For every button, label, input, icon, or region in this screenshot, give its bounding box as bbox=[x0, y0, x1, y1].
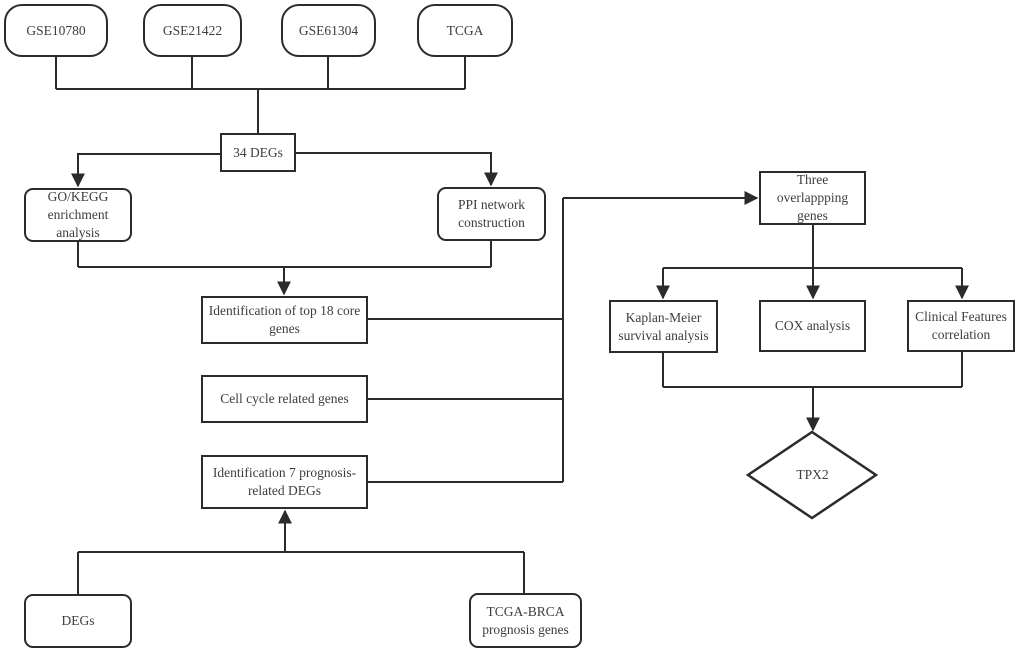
node-label: GSE21422 bbox=[162, 22, 223, 38]
edge-34degs-to-ppi bbox=[296, 152, 498, 187]
node-label: Three overlappping genes bbox=[776, 172, 849, 223]
node-label: DEGs bbox=[61, 613, 95, 629]
node-label: COX analysis bbox=[774, 318, 851, 334]
node-label: TCGA bbox=[446, 22, 484, 38]
edge-left-rail bbox=[368, 198, 564, 483]
node-cell-cycle-genes: Cell cycle related genes bbox=[201, 375, 368, 423]
node-tcga-brca-prognosis: TCGA-BRCA prognosis genes bbox=[469, 593, 582, 648]
node-34-degs: 34 DEGs bbox=[220, 133, 296, 172]
edge-analyses-merge bbox=[662, 352, 963, 388]
node-gse61304: GSE61304 bbox=[281, 4, 376, 57]
node-cox-analysis: COX analysis bbox=[759, 300, 866, 352]
node-label: TCGA-BRCA prognosis genes bbox=[482, 603, 569, 637]
node-top18-core-genes: Identification of top 18 core genes bbox=[201, 296, 368, 344]
node-gse10780: GSE10780 bbox=[4, 4, 108, 57]
edge-datasets-to-34degs bbox=[55, 57, 466, 133]
edge-overlap-fanout bbox=[663, 225, 962, 269]
node-tpx2: TPX2 bbox=[752, 462, 873, 488]
node-prognosis-related-degs: Identification 7 prognosis-related DEGs bbox=[201, 455, 368, 509]
node-label: Identification 7 prognosis-related DEGs bbox=[212, 465, 357, 498]
node-ppi-network: PPI network construction bbox=[437, 187, 546, 241]
node-label: GO/KEGG enrichment analysis bbox=[47, 189, 109, 240]
node-label: Clinical Features correlation bbox=[915, 309, 1007, 342]
node-label: PPI network construction bbox=[457, 197, 526, 230]
edge-gokegg-ppi-merge bbox=[77, 241, 492, 268]
node-label: GSE61304 bbox=[298, 22, 359, 38]
node-degs-bottom: DEGs bbox=[24, 594, 132, 648]
node-label: Identification of top 18 core genes bbox=[208, 303, 361, 336]
node-go-kegg-enrichment: GO/KEGG enrichment analysis bbox=[24, 188, 132, 242]
node-label: GSE10780 bbox=[26, 22, 86, 38]
node-tcga: TCGA bbox=[417, 4, 513, 57]
node-label: 34 DEGs bbox=[233, 144, 283, 160]
tpx2-diamond-shape bbox=[745, 430, 879, 520]
edge-bottom-merge bbox=[77, 551, 525, 594]
node-gse21422: GSE21422 bbox=[143, 4, 242, 57]
node-label: Cell cycle related genes bbox=[220, 391, 349, 407]
node-kaplan-meier: Kaplan-Meier survival analysis bbox=[609, 300, 718, 353]
node-label: Kaplan-Meier survival analysis bbox=[618, 309, 709, 343]
node-three-overlapping-genes: Three overlappping genes bbox=[759, 171, 866, 225]
edge-34degs-to-gokegg bbox=[71, 153, 220, 188]
node-label: TPX2 bbox=[796, 467, 829, 483]
node-clinical-features: Clinical Features correlation bbox=[907, 300, 1015, 352]
